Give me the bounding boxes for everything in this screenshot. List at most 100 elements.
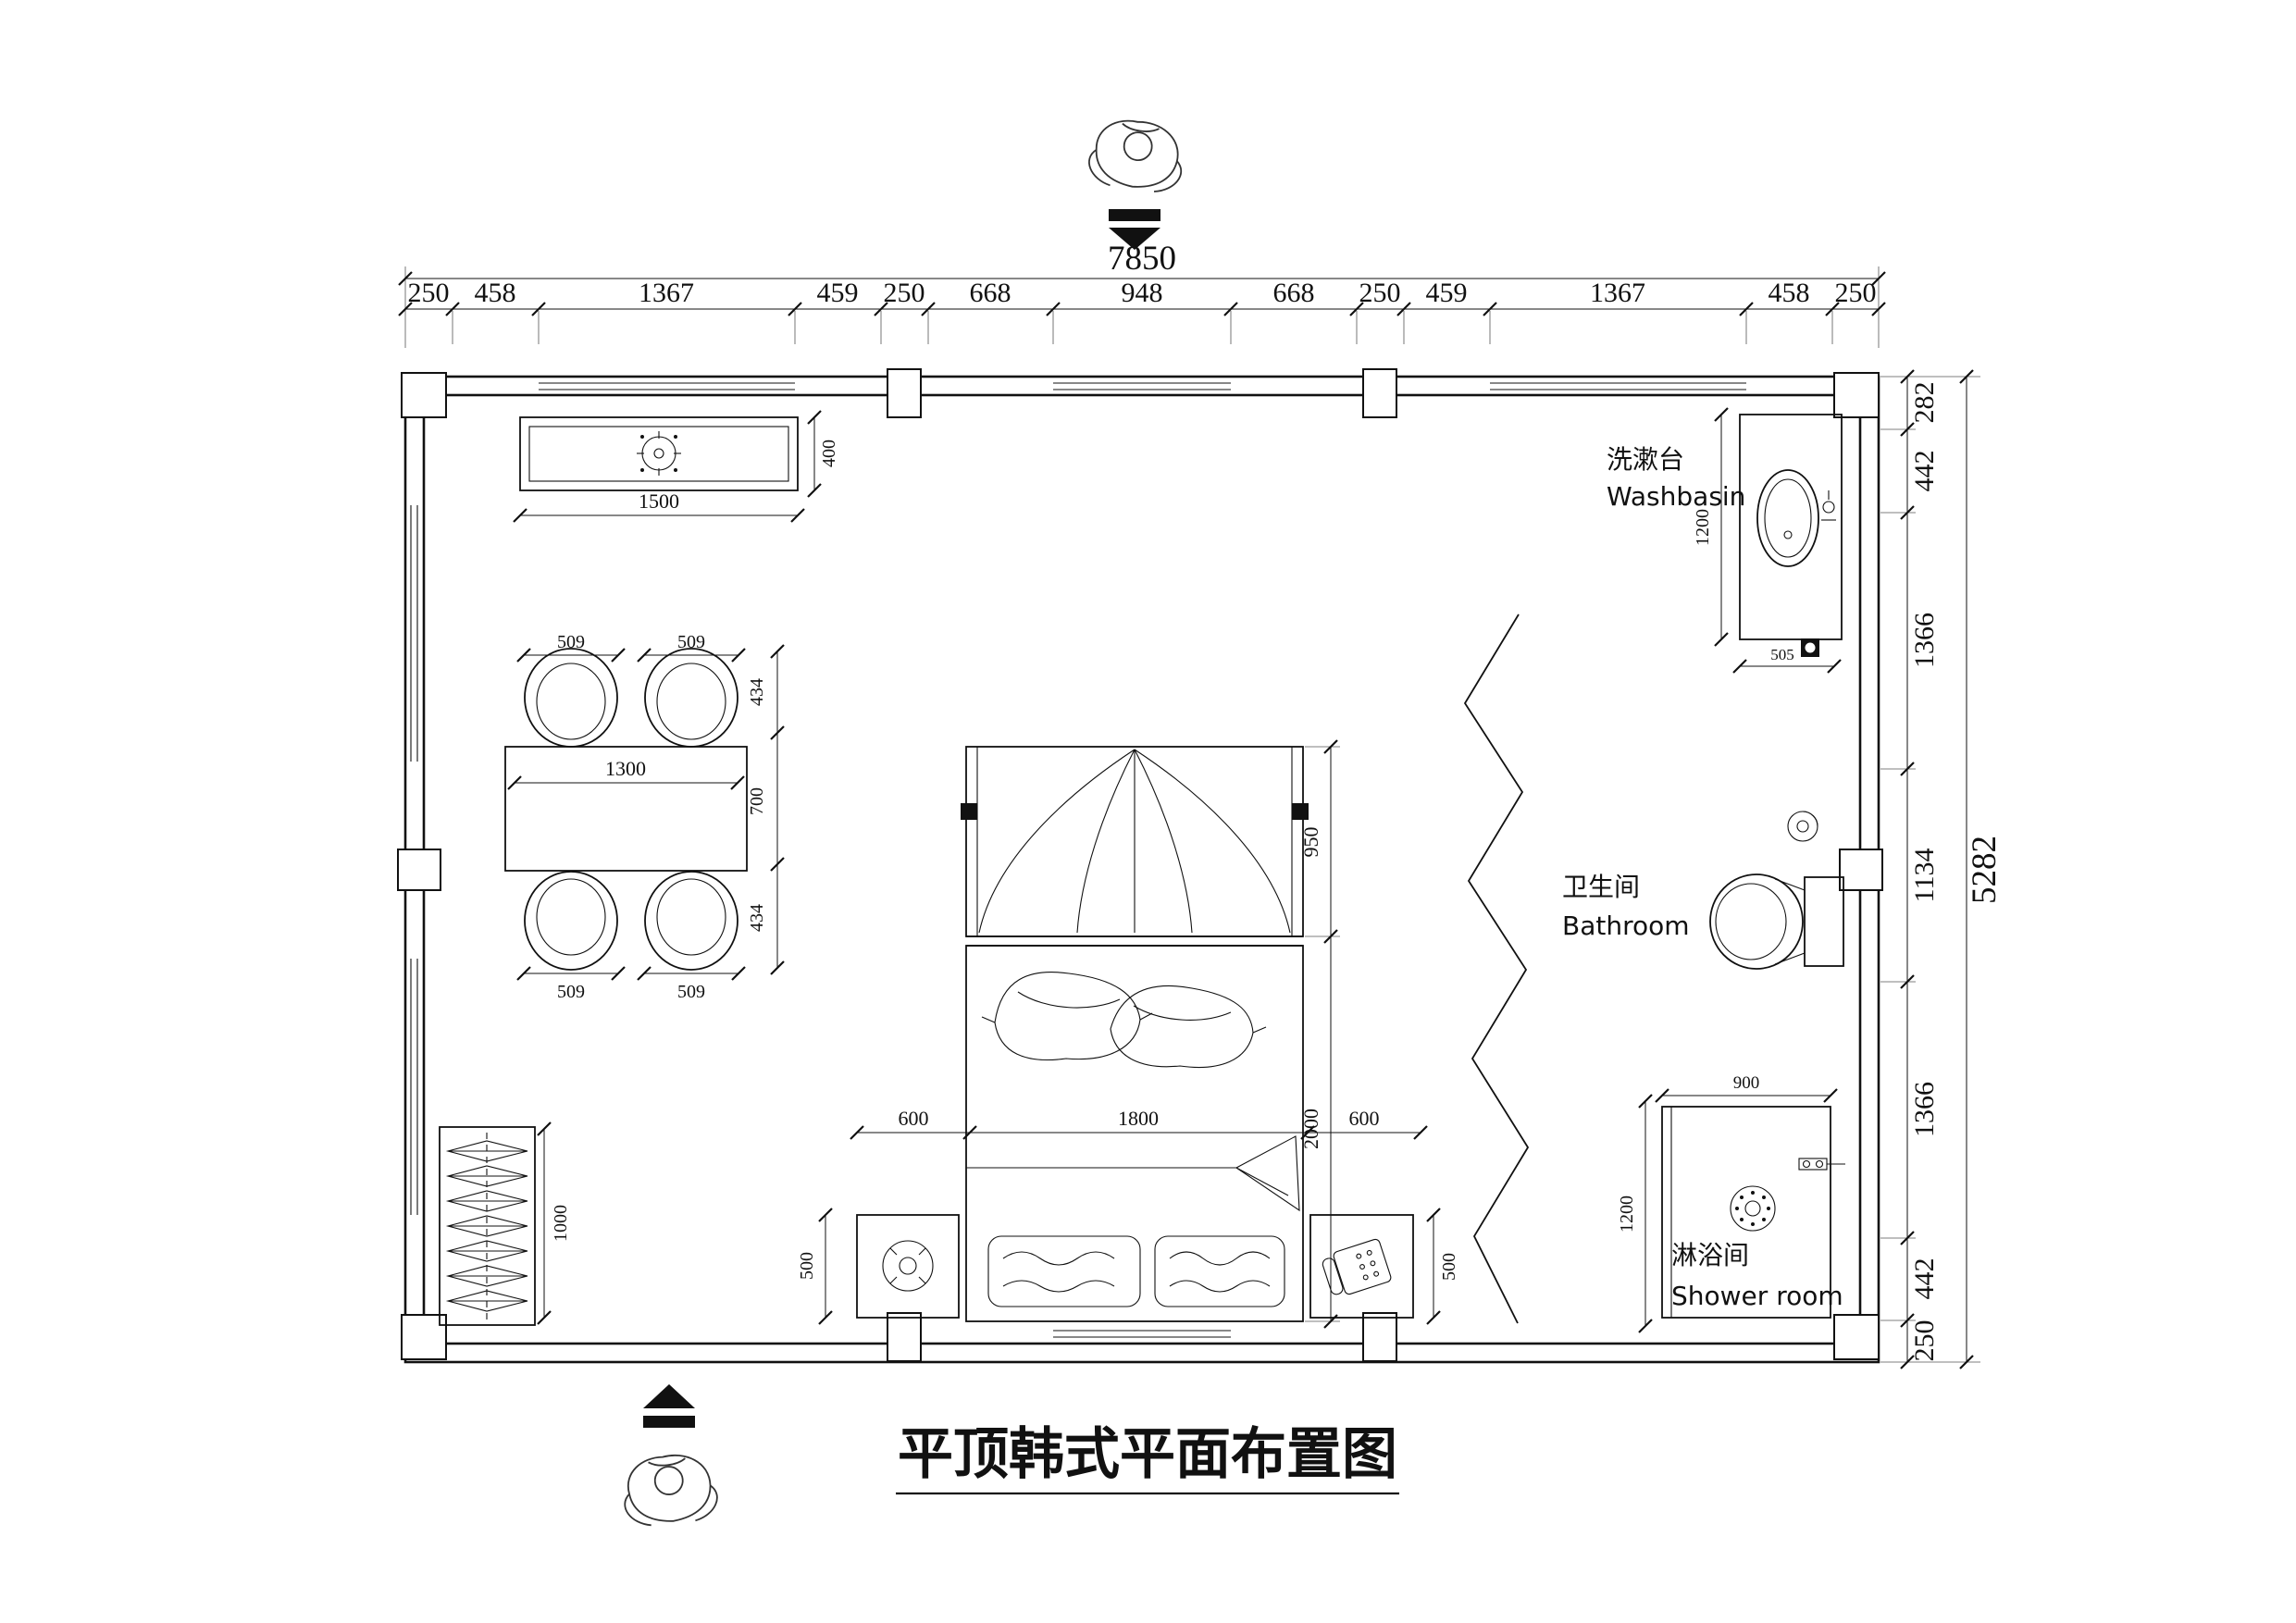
lamp-icon [882, 1240, 934, 1292]
bed-body [965, 945, 1304, 1322]
dim-top-seg: 1367 [1590, 278, 1645, 308]
dim-bed-canopy: 950 [1299, 827, 1322, 858]
washbasin-label-en: Washbasin [1607, 481, 1745, 512]
dining-dims: 1300 509 509 509 509 434 700 434 [507, 632, 785, 1002]
plan-title-text: 平顶韩式平面布置图 [898, 1422, 1397, 1487]
toilet-icon [1709, 873, 1844, 970]
nightstand-left-dim: 500 [797, 1208, 833, 1325]
bed-foot-cushion [1154, 1235, 1285, 1307]
bed: 950 2000 600 1800 600 [850, 739, 1428, 1329]
console-decor-icon [637, 431, 681, 476]
dim-top-total: 7850 [1108, 240, 1176, 278]
dim-console-width: 1500 [639, 489, 679, 513]
dim-console-depth: 400 [819, 440, 839, 467]
wall-columns [397, 368, 1883, 1362]
dim-chair-bottom-left: 509 [557, 982, 585, 1002]
console-dim-depth: 400 [807, 410, 839, 498]
dim-right-seg: 282 [1909, 382, 1940, 424]
shower-dims: 900 1200 [1617, 1073, 1838, 1333]
dim-top-seg: 1367 [639, 278, 694, 308]
dim-top-seg: 948 [1122, 278, 1163, 308]
zigzag-partition [1463, 613, 1530, 1324]
bed-blanket [966, 1135, 1300, 1212]
wardrobe: 1000 [439, 1121, 571, 1326]
dim-chair-top-left: 509 [557, 632, 585, 652]
bed-pillow [1110, 985, 1267, 1069]
bed-foot-cushion [987, 1235, 1141, 1307]
dining-chair [524, 648, 618, 748]
dim-shower-depth: 1200 [1617, 1196, 1637, 1233]
shower-label-en: Shower room [1671, 1281, 1843, 1311]
floor-drain-icon [1787, 811, 1818, 842]
shower-head-icon [1730, 1185, 1776, 1232]
dim-top-ticks [398, 302, 1886, 316]
dim-washbasin-length: 1200 [1693, 509, 1713, 546]
dim-right-seg: 442 [1909, 451, 1940, 492]
bed-pillow [981, 972, 1153, 1061]
dim-nightstand-left: 500 [797, 1252, 817, 1280]
dim-right-seg: 442 [1909, 1258, 1940, 1300]
dim-chain-right: 282 442 1366 1134 1366 442 250 5282 [1880, 369, 2004, 1369]
dim-right-extensions [1880, 376, 1980, 1363]
dim-top-seg: 250 [1835, 278, 1877, 308]
bed-dims: 950 2000 600 1800 600 [850, 739, 1428, 1329]
drain-box-icon [1801, 638, 1819, 657]
shower-area: 900 1200 淋浴间 Shower room [1617, 1073, 1845, 1333]
shower-label-cn: 淋浴间 [1671, 1240, 1749, 1270]
dim-chain-top: 7850 250 458 1367 [398, 240, 1886, 348]
dim-top-seg: 459 [817, 278, 859, 308]
dim-right-total: 5282 [1966, 836, 2004, 904]
dim-washbasin-width: 505 [1770, 646, 1794, 663]
hanger-icons [445, 1140, 528, 1312]
dim-dining-side-mid: 700 [747, 787, 767, 815]
entry-arrow-up-icon [643, 1384, 695, 1428]
dim-top-seg: 250 [408, 278, 450, 308]
telephone-icon [1322, 1238, 1392, 1295]
dim-right-ticks [1900, 369, 1915, 1369]
dim-dining-side-top: 434 [747, 678, 767, 706]
dining-chair [524, 871, 618, 971]
nightstand-right-dim: 500 [1426, 1208, 1459, 1325]
bathroom-area: 卫生间 Bathroom [1562, 811, 1844, 970]
dim-top-seg: 459 [1426, 278, 1468, 308]
dim-shower-width: 900 [1733, 1073, 1760, 1093]
dim-top-seg: 458 [475, 278, 516, 308]
window-lines [410, 382, 1746, 1338]
nightstand-left: 500 [797, 1208, 960, 1325]
dining-table [504, 746, 748, 872]
tv-console: 1500 400 [513, 410, 839, 523]
dim-wardrobe-depth: 1000 [551, 1205, 571, 1242]
dim-right-seg: 1366 [1909, 1082, 1940, 1137]
entry-arrow-down-icon [1109, 209, 1160, 250]
dim-top-seg: 250 [884, 278, 925, 308]
dim-top-seg: 668 [970, 278, 1011, 308]
dim-right-seg: 1134 [1909, 849, 1940, 903]
dim-top-seg: 668 [1273, 278, 1315, 308]
dim-dining-side-bottom: 434 [747, 904, 767, 932]
dining-chair [644, 871, 738, 971]
dim-right-seg: 1366 [1909, 613, 1940, 668]
dim-table-width: 1300 [605, 757, 646, 780]
nightstand-right: 500 [1309, 1208, 1459, 1325]
bathroom-label-cn: 卫生间 [1562, 872, 1640, 902]
dining-chair [644, 648, 738, 748]
washbasin-counter [1739, 414, 1843, 640]
shower-mixer-icon [1798, 1158, 1845, 1171]
dim-bed-width: 1800 [1118, 1107, 1159, 1130]
console-dim-width: 1500 [513, 489, 805, 523]
dim-bed-left-offset: 600 [899, 1107, 929, 1130]
dim-top-extensions [452, 311, 1833, 344]
dim-nightstand-right: 500 [1439, 1253, 1459, 1281]
dim-top-seg: 458 [1769, 278, 1810, 308]
washbasin-dims: 1200 505 [1693, 407, 1842, 674]
basin-icon [1756, 469, 1836, 567]
bathroom-label-en: Bathroom [1562, 911, 1690, 941]
dim-top-seg: 250 [1359, 278, 1401, 308]
washbasin-label-cn: 洗漱台 [1607, 444, 1684, 475]
dim-chair-top-right: 509 [677, 632, 705, 652]
dining-set: 1300 509 509 509 509 434 700 434 [504, 632, 785, 1002]
shower-enclosure [1661, 1106, 1831, 1319]
dim-bed-right-offset: 600 [1349, 1107, 1380, 1130]
